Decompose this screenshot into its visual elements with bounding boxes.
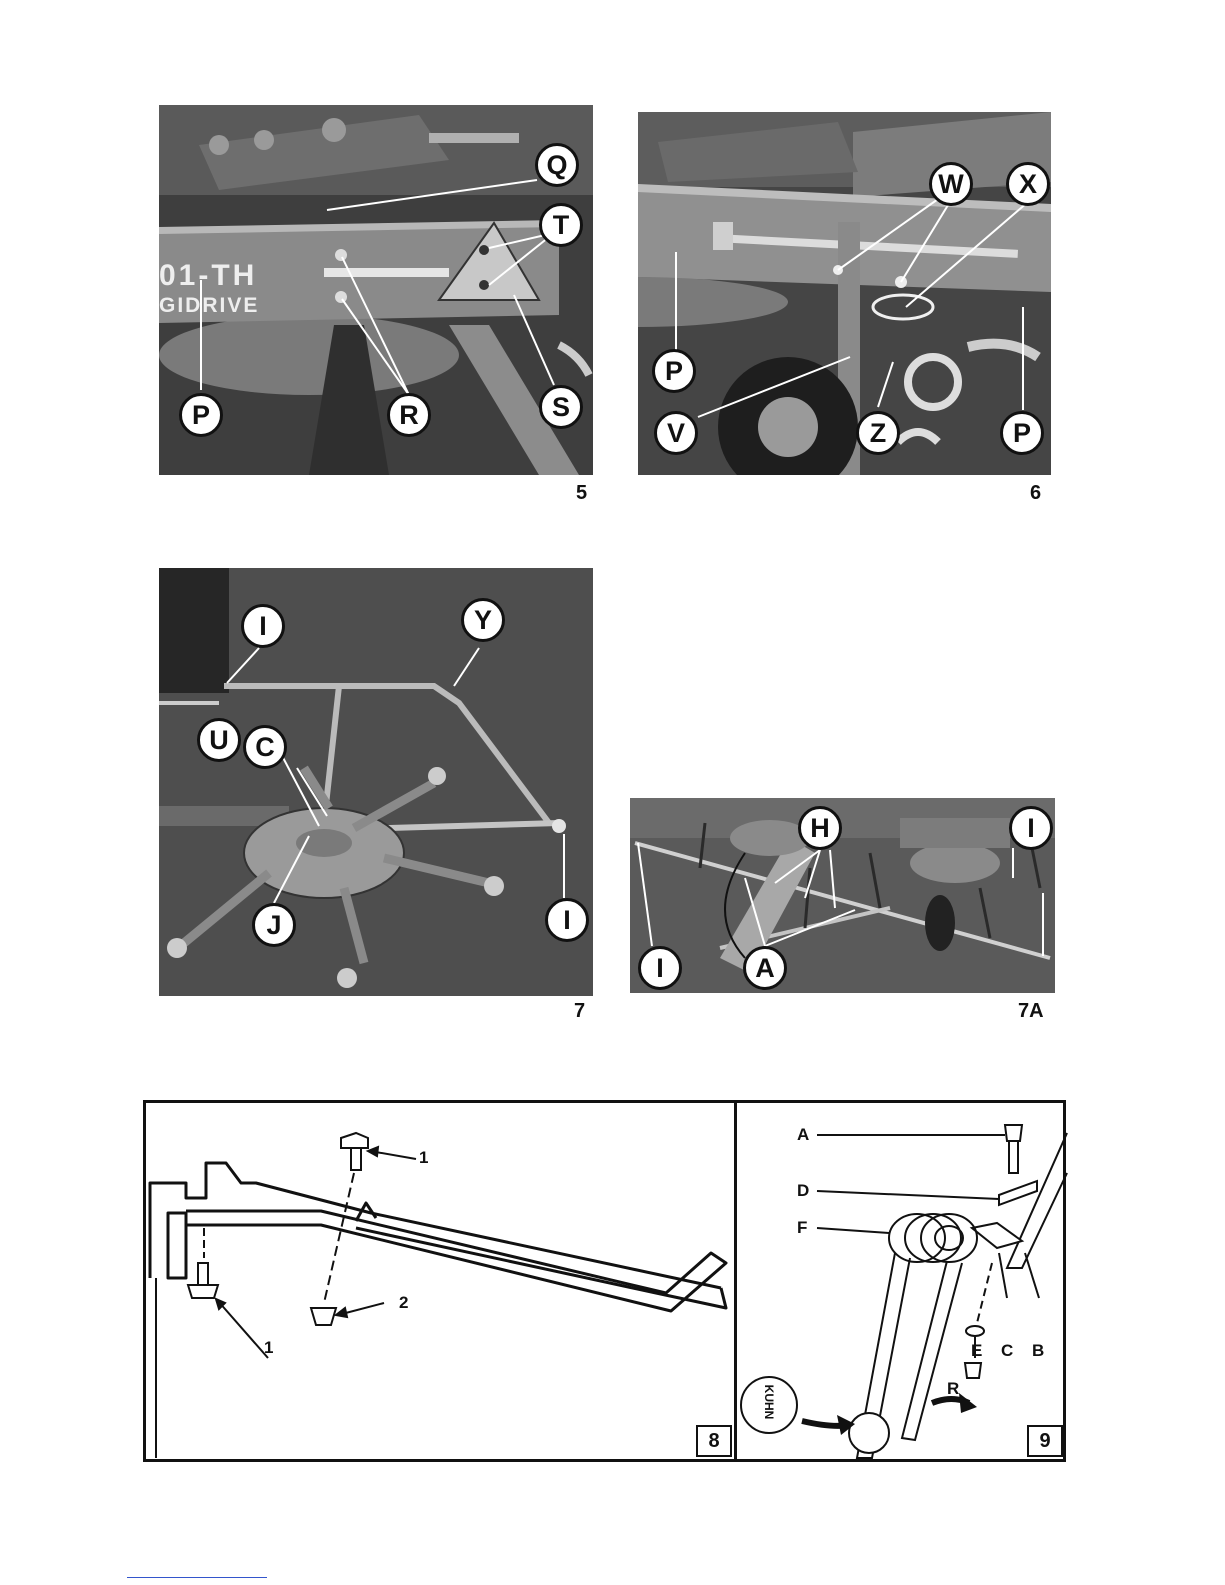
figure-7-number: 7 xyxy=(574,1000,585,1023)
figure-7a-illustration xyxy=(630,798,1055,993)
label-bolt-bottom: 1 xyxy=(264,1338,273,1358)
figure-6-number: 6 xyxy=(1030,482,1041,505)
callout-y: Y xyxy=(461,598,505,642)
figure-7-photo: I Y U C J I xyxy=(159,568,593,996)
callout-z: Z xyxy=(856,411,900,455)
callout-s: S xyxy=(539,385,583,429)
label-f: F xyxy=(797,1218,807,1238)
figure-8-line-art xyxy=(146,1103,740,1465)
figure-6-illustration xyxy=(638,112,1051,475)
label-nut: 2 xyxy=(399,1293,408,1313)
callout-i-top: I xyxy=(241,604,285,648)
callout-q: Q xyxy=(535,143,579,187)
label-c: C xyxy=(1001,1341,1013,1361)
label-a: A xyxy=(797,1125,809,1145)
callout-p-right: P xyxy=(1000,411,1044,455)
figure-5-number: 5 xyxy=(576,482,587,505)
label-e: E xyxy=(971,1341,982,1361)
figure-7-illustration xyxy=(159,568,593,996)
label-b: B xyxy=(1032,1341,1044,1361)
label-d: D xyxy=(797,1181,809,1201)
callout-i-right: I xyxy=(1009,806,1053,850)
figure-8-drawing: 1 2 1 8 xyxy=(143,1100,737,1462)
figure-9-number: 9 xyxy=(1027,1425,1063,1457)
callout-c: C xyxy=(243,725,287,769)
figure-6-photo: W X P V Z P xyxy=(638,112,1051,475)
kuhn-logo-text: KUHN xyxy=(762,1382,776,1422)
callout-a: A xyxy=(743,946,787,990)
machine-decal-text: 01-TH GIDRIVE xyxy=(159,261,259,316)
callout-h: H xyxy=(798,806,842,850)
footer-rule xyxy=(127,1577,267,1578)
callout-r: R xyxy=(387,393,431,437)
callout-u: U xyxy=(197,718,241,762)
figure-9-line-art xyxy=(737,1103,1069,1465)
callout-w: W xyxy=(929,162,973,206)
figure-5-photo: 01-TH GIDRIVE Q T P R S xyxy=(159,105,593,475)
callout-p: P xyxy=(179,393,223,437)
callout-i-right: I xyxy=(545,898,589,942)
callout-i-left: I xyxy=(638,946,682,990)
callout-v: V xyxy=(654,411,698,455)
machine-decal-drive: GIDRIVE xyxy=(159,295,259,316)
callout-t: T xyxy=(539,203,583,247)
figure-8-number: 8 xyxy=(696,1425,732,1457)
figure-7a-number: 7A xyxy=(1018,1000,1044,1023)
label-bolt-top: 1 xyxy=(419,1148,428,1168)
callout-x: X xyxy=(1006,162,1050,206)
label-r: R xyxy=(947,1379,959,1399)
figure-9-drawing: A D F E C B R KUHN 9 xyxy=(734,1100,1066,1462)
machine-decal-model: 01-TH xyxy=(159,261,259,291)
callout-p-left: P xyxy=(652,349,696,393)
figure-7a-photo: H I I A xyxy=(630,798,1055,993)
callout-j: J xyxy=(252,903,296,947)
